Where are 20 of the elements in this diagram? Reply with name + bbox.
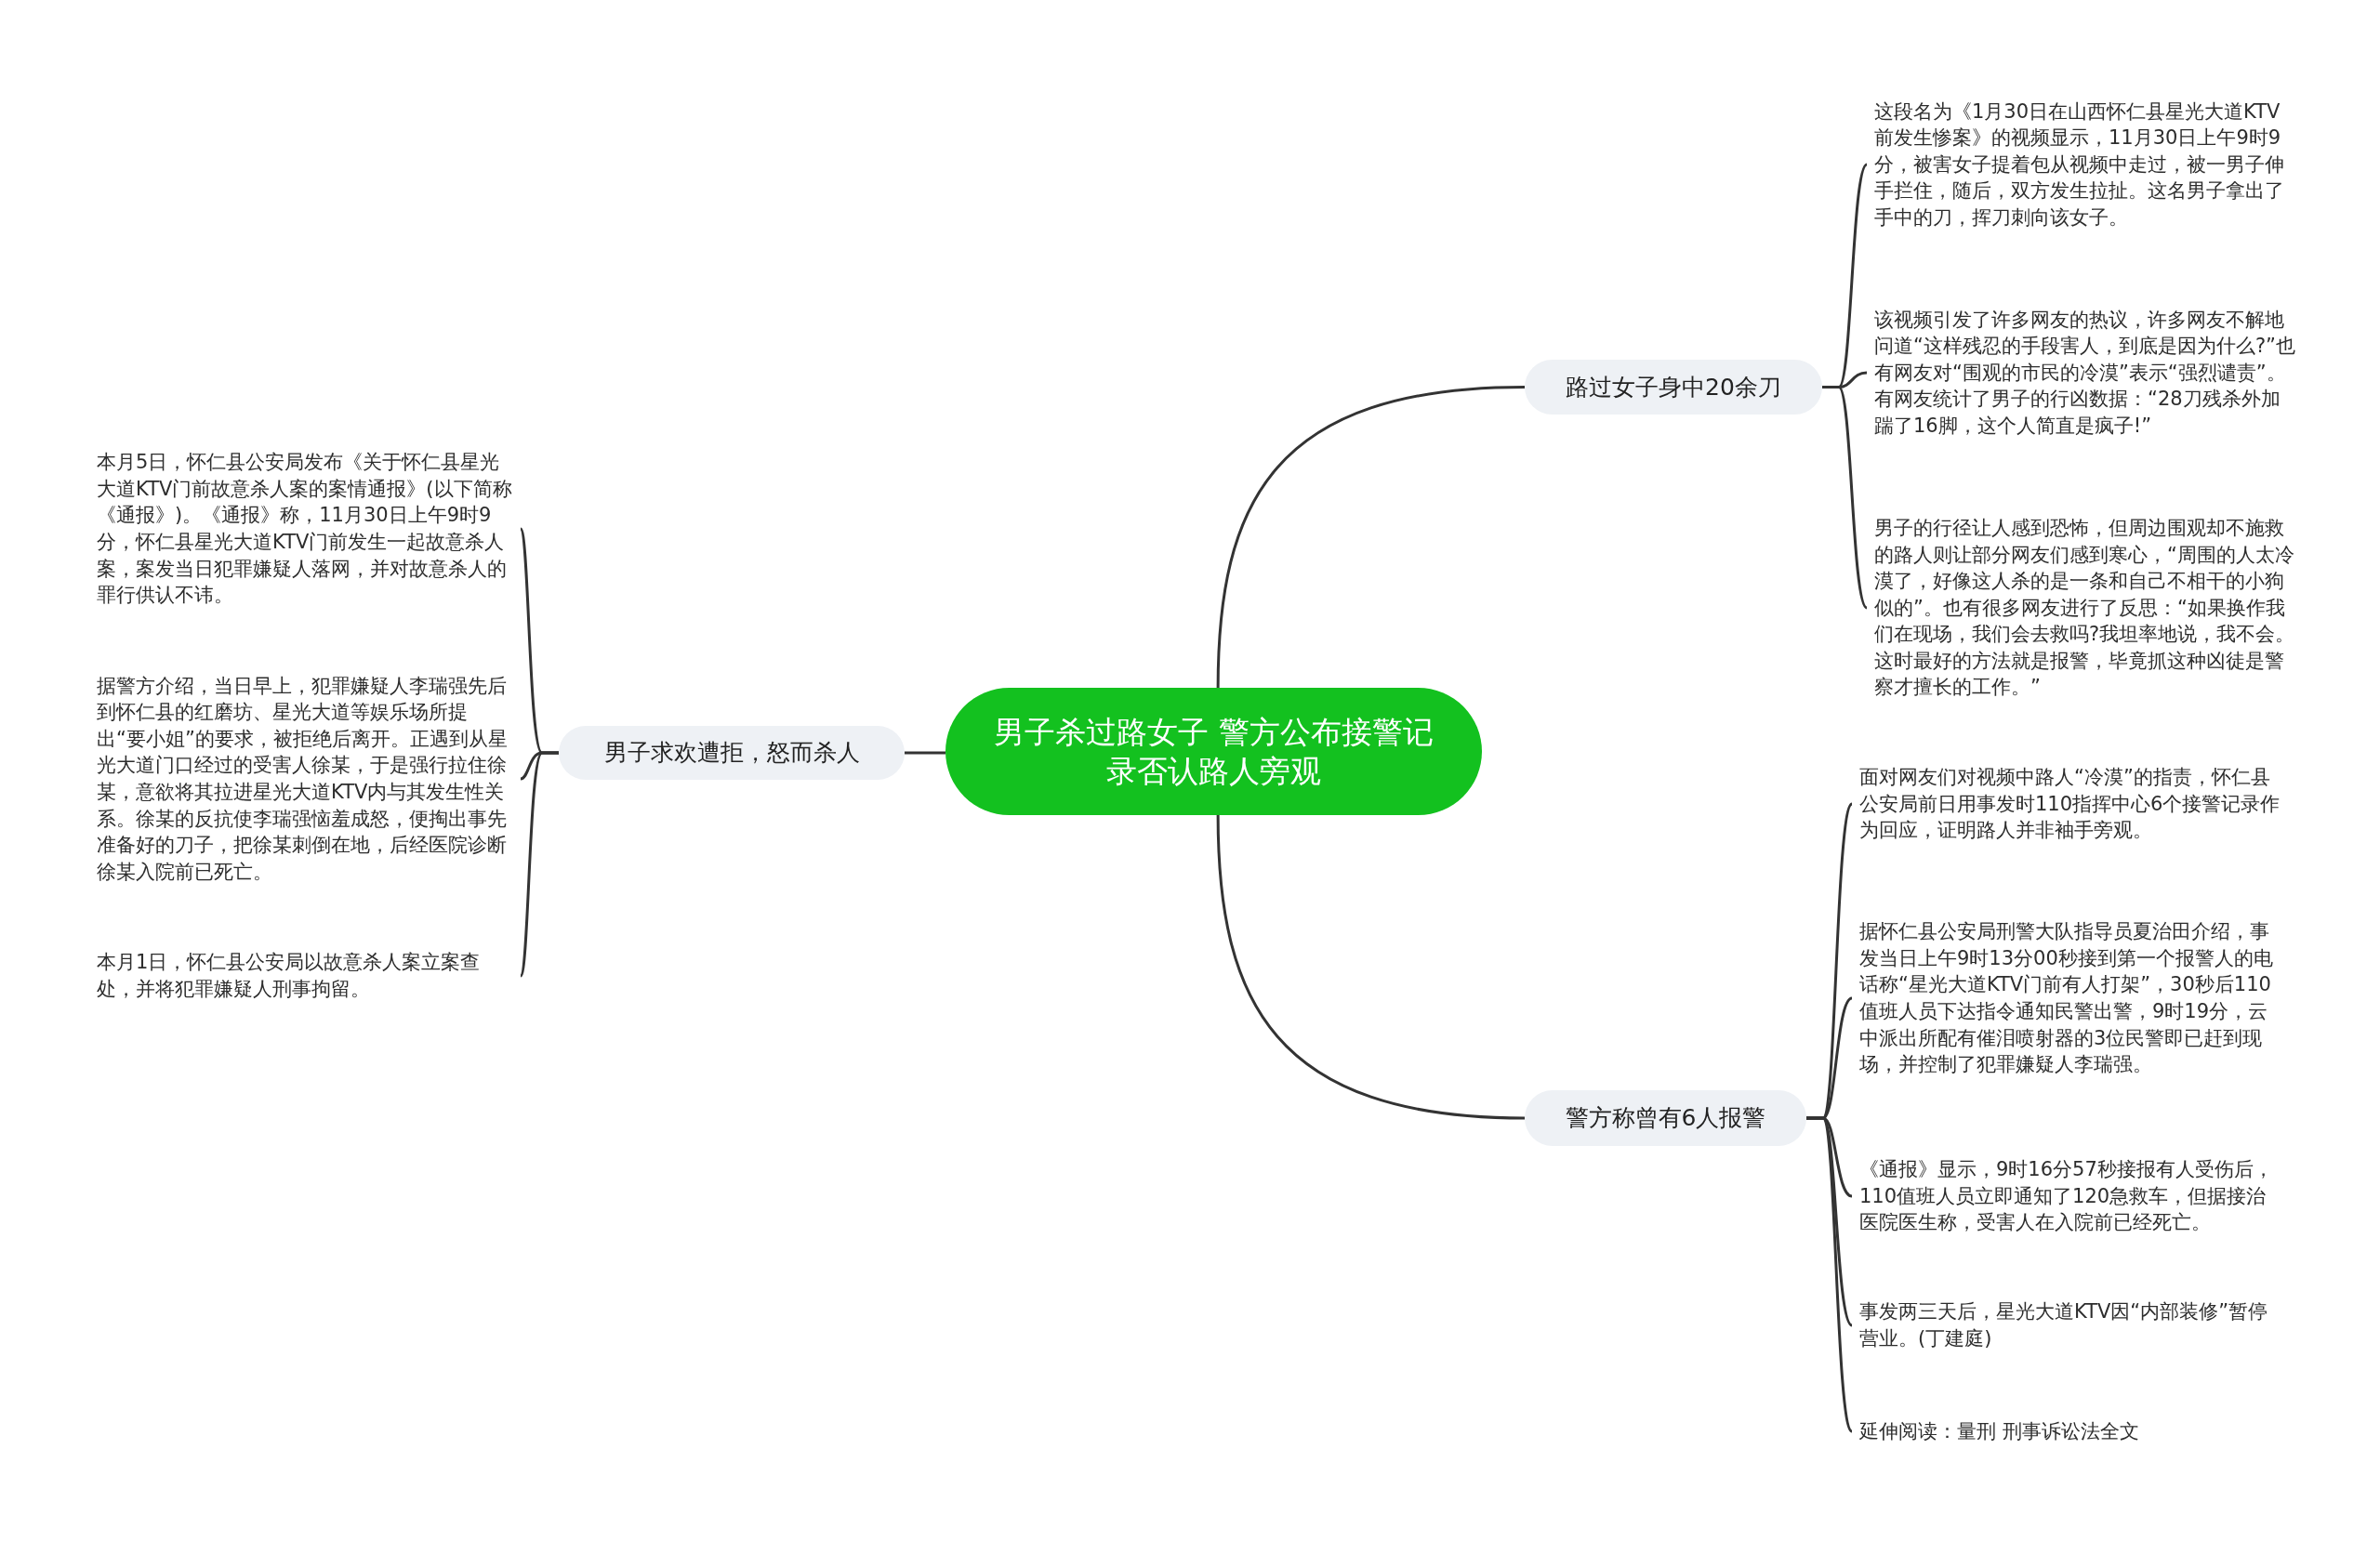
- detail-text: 男子的行径让人感到恐怖，但周边围观却不施救的路人则让部分网友们感到寒心，“周围的人太冷漠了，好像这人杀的是一条和自己不相干的小狗似的”。也有很多网友进行了反思：“如果换作我们在现场，我们会去救吗?我坦率地说，我不会。这时最好的方法就是报警，毕竟抓这种凶徒是警察才擅长的工作。”: [1867, 511, 2304, 705]
- detail-text: 《通报》显示，9时16分57秒接报有人受伤后，110值班人员立即通知了120急救车，但据接治医院医生称，受害人在入院前已经死亡。: [1852, 1152, 2289, 1240]
- connector-line: [519, 751, 559, 977]
- detail-text: 据怀仁县公安局刑警大队指导员夏治田介绍，事发当日上午9时13分00秒接到第一个报警人的电话称“星光大道KTV门前有人打架”，30秒后110值班人员下达指令通知民警出警，9时19分，云中派出所配有催泪喷射器的3位民警即已赶到现场，并控制了犯罪嫌疑人李瑞强。: [1852, 902, 2289, 1095]
- detail-text: 本月1日，怀仁县公安局以故意杀人案立案查处，并将犯罪嫌疑人刑事拘留。: [89, 946, 521, 1006]
- detail-text: 该视频引发了许多网友的热议，许多网友不解地问道“这样残忍的手段害人，到底是因为什么?”也有网友对“围观的市民的冷漠”表示“强烈谴责”。有网友统计了男子的行凶数据：“28刀残杀外加踹了16脚，这个人简直是疯子!”: [1867, 290, 2304, 455]
- connector-line: [905, 751, 945, 755]
- detail-text: 面对网友们对视频中路人“冷漠”的指责，怀仁县公安局前日用事发时110指挥中心6个接警记录作为回应，证明路人并非袖手旁观。: [1852, 760, 2289, 848]
- connector-line: [1806, 1116, 1854, 1432]
- detail-text: 事发两三天后，星光大道KTV因“内部装修”暂停营业。(丁建庭): [1852, 1295, 2289, 1356]
- branch-topic: 路过女子身中20余刀: [1525, 360, 1822, 415]
- connector-line: [1216, 386, 1526, 689]
- connector-line: [1216, 814, 1526, 1120]
- central-topic: 男子杀过路女子 警方公布接警记录否认路人旁观: [945, 688, 1482, 815]
- detail-text: 本月5日，怀仁县公安局发布《关于怀仁县星光大道KTV门前故意杀人案的案情通报》(以下简称《通报》)。《通报》称，11月30日上午9时9分，怀仁县星光大道KTV门前发生一起故意杀人案，案发当日犯罪嫌疑人落网，并对故意杀人的罪行供认不讳。: [89, 446, 521, 612]
- detail-text: 延伸阅读：量刑 刑事诉讼法全文: [1852, 1413, 2289, 1450]
- detail-text: 这段名为《1月30日在山西怀仁县星光大道KTV前发生惨案》的视频显示，11月30日上午9时9分，被害女子提着包从视频中走过，被一男子伸手拦住，随后，双方发生拉扯。这名男子拿出了手中的刀，挥刀刺向该女子。: [1867, 95, 2304, 234]
- detail-text: 据警方介绍，当日早上，犯罪嫌疑人李瑞强先后到怀仁县的红磨坊、星光大道等娱乐场所提出“要小姐”的要求，被拒绝后离开。正遇到从星光大道门口经过的受害人徐某，于是强行拉住徐某，意欲将其拉进星光大道KTV内与其发生性关系。徐某的反抗使李瑞强恼羞成怒，便掏出事先准备好的刀子，把徐某刺倒在地，后经医院诊断徐某入院前已死亡。: [89, 669, 521, 889]
- branch-topic: 男子求欢遭拒，怒而杀人: [559, 726, 905, 780]
- branch-topic: 警方称曾有6人报警: [1525, 1090, 1806, 1146]
